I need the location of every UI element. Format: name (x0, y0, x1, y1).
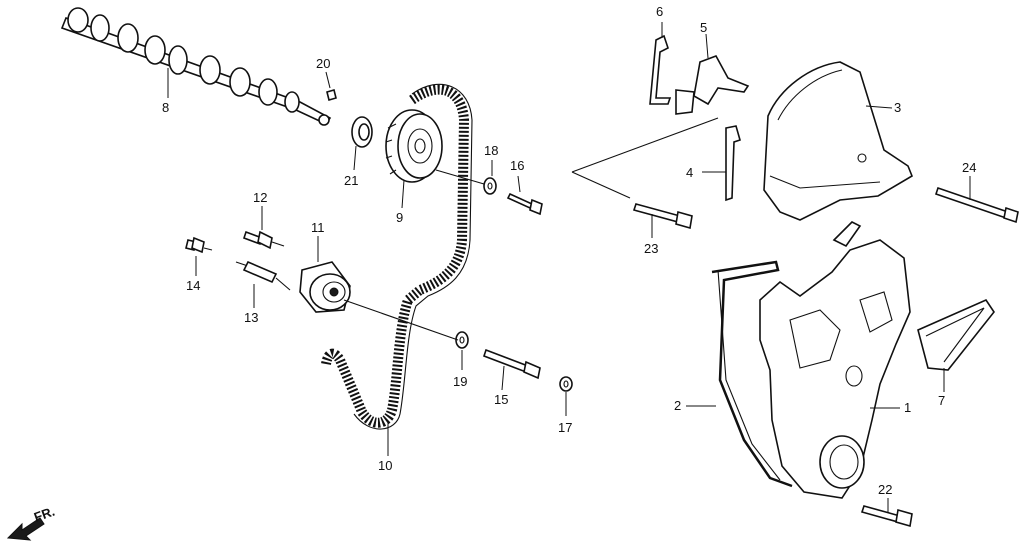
upper-bracket (675, 33, 750, 115)
seal-7 (917, 298, 995, 392)
belt-tensioner (299, 236, 351, 313)
tensioner-spring (235, 260, 291, 308)
callout-9: 9 (396, 210, 403, 225)
washer-18 (483, 160, 497, 195)
callout-6: 6 (656, 4, 663, 19)
upper-timing-cover (763, 61, 913, 221)
bolt-22 (860, 498, 913, 528)
callout-20: 20 (316, 56, 330, 71)
bolt-23 (632, 203, 693, 238)
callout-23: 23 (644, 241, 658, 256)
adjusting-bolt (242, 206, 285, 250)
front-direction-label: FR. (32, 504, 57, 525)
callout-19: 19 (453, 374, 467, 389)
callout-24: 24 (962, 160, 976, 175)
washer-17 (559, 376, 573, 416)
timing-belt (321, 83, 473, 456)
callout-12: 12 (253, 190, 267, 205)
washer-19 (455, 331, 469, 370)
callout-8: 8 (162, 100, 169, 115)
guide-pin (702, 125, 741, 202)
bolt-15 (482, 348, 541, 391)
callout-5: 5 (700, 20, 707, 35)
callout-4: 4 (686, 165, 693, 180)
callout-22: 22 (878, 482, 892, 497)
woodruff-key (325, 71, 337, 101)
callout-17: 17 (558, 420, 572, 435)
oil-seal (351, 116, 373, 171)
cover-gasket (686, 260, 793, 488)
bolt-24 (934, 176, 1019, 224)
callout-13: 13 (244, 310, 258, 325)
callout-2: 2 (674, 398, 681, 413)
camshaft (60, 7, 332, 126)
front-direction-arrow (6, 517, 45, 541)
callout-16: 16 (510, 158, 524, 173)
callout-15: 15 (494, 392, 508, 407)
lower-timing-cover (759, 221, 911, 499)
bolt-14 (185, 236, 213, 276)
callout-10: 10 (378, 458, 392, 473)
callout-11: 11 (311, 220, 325, 235)
callout-14: 14 (186, 278, 200, 293)
assembly-lines (343, 117, 719, 341)
camshaft-pulley (385, 109, 443, 209)
bolt-16 (506, 175, 543, 216)
side-bracket (649, 22, 672, 105)
callout-3: 3 (894, 100, 901, 115)
callout-1: 1 (904, 400, 911, 415)
callout-18: 18 (484, 143, 498, 158)
callout-21: 21 (344, 173, 358, 188)
callout-7: 7 (938, 393, 945, 408)
